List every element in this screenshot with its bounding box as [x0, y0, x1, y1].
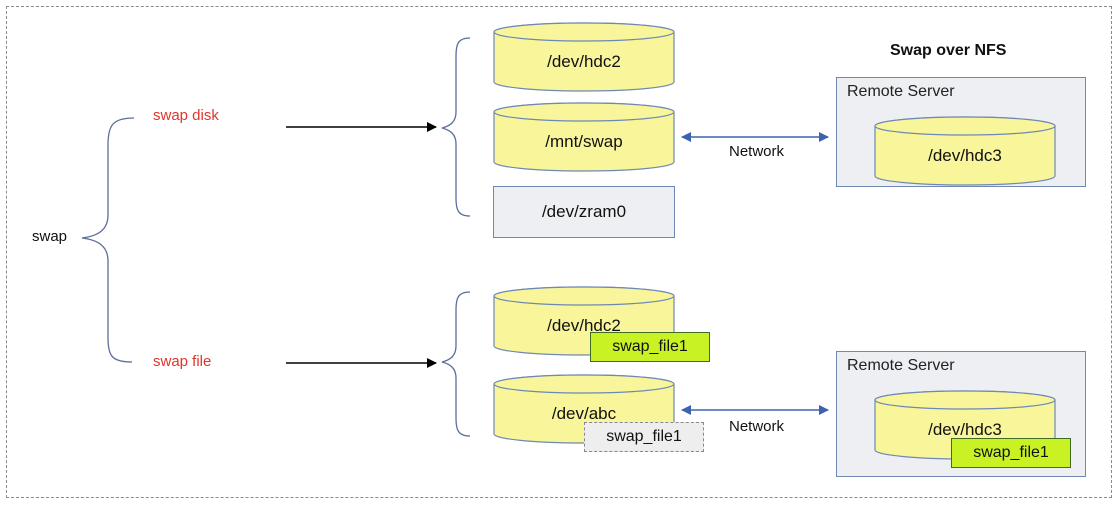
swap-file-brace	[441, 291, 471, 437]
disk-dev-abc-label: /dev/abc	[551, 404, 617, 423]
swap-file-tag-abc: swap_file1	[584, 422, 704, 452]
disk-dev-abc: /dev/abc	[493, 374, 675, 444]
swap-disk-label: swap disk	[153, 107, 219, 124]
disk-dev-hdc2: /dev/hdc2	[493, 22, 675, 92]
nfs-title: Swap over NFS	[890, 42, 1007, 59]
network-label-top: Network	[729, 143, 785, 160]
remote-server-bottom-label: Remote Server	[847, 357, 955, 374]
swap-disk-brace	[441, 37, 471, 217]
remote-server-bottom: Remote Server /dev/hdc3 swap_file1	[836, 351, 1086, 477]
device-zram0-label: /dev/zram0	[541, 202, 627, 221]
swap-file-label: swap file	[153, 353, 212, 370]
device-zram0: /dev/zram0	[493, 186, 675, 238]
remote-disk-hdc3-top-label: /dev/hdc3	[928, 146, 1002, 165]
remote-disk-hdc3-top: /dev/hdc3	[874, 116, 1056, 186]
swap-file-tag-hdc2: swap_file1	[590, 332, 710, 362]
diagram-frame	[6, 6, 1112, 498]
disk-mnt-swap-label: /mnt/swap	[545, 132, 623, 151]
swap-file-tag-remote: swap_file1	[951, 438, 1071, 468]
network-label-bottom: Network	[729, 418, 785, 435]
root-swap-label: swap	[32, 228, 68, 245]
disk-dev-hdc2-label: /dev/hdc2	[547, 52, 621, 71]
root-brace	[81, 117, 135, 363]
disk-mnt-swap: /mnt/swap	[493, 102, 675, 172]
remote-disk-hdc3-bottom-label: /dev/hdc3	[928, 420, 1002, 439]
disk-dev-hdc2-file-label: /dev/hdc2	[547, 316, 621, 335]
remote-server-top: Remote Server /dev/hdc3	[836, 77, 1086, 187]
remote-server-top-label: Remote Server	[847, 83, 955, 100]
